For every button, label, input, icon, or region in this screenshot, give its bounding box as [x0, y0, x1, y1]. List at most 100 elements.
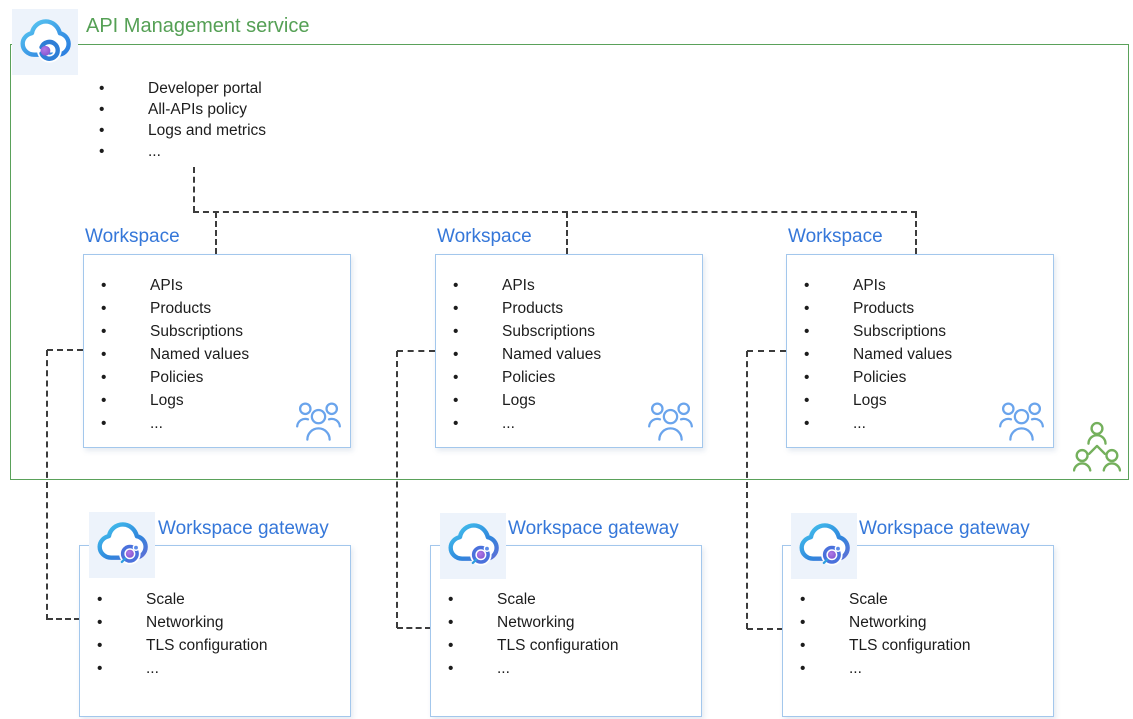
list-item: • Named values: [804, 343, 1053, 366]
connector-ws1-gw1-bottom: [47, 618, 80, 620]
list-item: •...: [448, 657, 701, 680]
list-item-label: Products: [853, 300, 915, 317]
bullet-icon: •: [453, 415, 459, 432]
connector-ws2-gw2-side: [396, 351, 398, 628]
bullet-icon: •: [804, 300, 810, 317]
bullet-icon: •: [97, 637, 103, 654]
list-item: •...: [101, 412, 350, 435]
list-item: •Named values: [453, 343, 702, 366]
list-item-label: Named values: [853, 346, 953, 363]
gateway-2-list: • Scale • Networking •TLS configuration •.…: [431, 546, 701, 680]
workspace-gateway-icon-tile: [89, 512, 155, 578]
connector-service-bar: [193, 211, 917, 213]
list-item-label: Developer portal: [148, 80, 262, 97]
list-item-label: ...: [853, 415, 866, 432]
bullet-icon: •: [448, 614, 454, 631]
workspace-gateway-cloud-icon: [799, 523, 850, 566]
list-item-label: Scale: [497, 591, 536, 608]
list-item: • Logs: [101, 389, 350, 412]
bullet-icon: •: [453, 300, 459, 317]
workspace-gateway-cloud-icon: [448, 523, 499, 566]
bullet-icon: •: [804, 277, 810, 294]
list-item-label: Subscriptions: [853, 323, 947, 340]
list-item-label: Policies: [502, 369, 556, 386]
bullet-icon: •: [804, 392, 810, 409]
connector-drop-workspace-2: [566, 212, 568, 254]
bullet-icon: •: [97, 591, 103, 608]
people-group-icon: [648, 402, 693, 441]
bullet-icon: •: [99, 80, 105, 97]
people-group-icon: [296, 402, 341, 441]
connector-ws3-gw3-bottom: [747, 628, 783, 630]
people-hierarchy-icon: [1073, 421, 1121, 472]
bullet-icon: •: [804, 415, 810, 432]
workspace-3-list: •APIs •Products •Subscriptions •Named va…: [787, 255, 1053, 435]
list-item: • Scale: [97, 588, 350, 611]
api-management-service-box: [10, 44, 1129, 480]
list-item: •Named values: [101, 343, 350, 366]
list-item: •All-APIs policy: [99, 99, 266, 120]
bullet-icon: •: [453, 392, 459, 409]
connector-drop-workspace-3: [915, 212, 917, 254]
list-item-label: Scale: [146, 591, 185, 608]
list-item: •Logs: [453, 389, 702, 412]
list-item: •Logs and metrics: [99, 120, 266, 141]
connector-ws1-gw1-top: [47, 349, 83, 351]
list-item-label: Logs and metrics: [148, 122, 267, 139]
bullet-icon: •: [453, 369, 459, 386]
list-item-label: Logs: [150, 392, 184, 409]
list-item-label: APIs: [150, 277, 183, 294]
bullet-icon: •: [448, 591, 454, 608]
bullet-icon: •: [800, 591, 806, 608]
list-item-label: ...: [150, 415, 163, 432]
workspace-gateway-icon-tile: [440, 513, 506, 579]
list-item-label: Networking: [849, 614, 927, 631]
list-item: •Subscriptions: [453, 320, 702, 343]
list-item-label: ...: [146, 660, 159, 677]
list-item: •Scale: [800, 588, 1053, 611]
list-item: •Policies: [804, 366, 1053, 389]
list-item-label: TLS configuration: [849, 637, 971, 654]
bullet-icon: •: [101, 277, 107, 294]
list-item: • Developer portal: [99, 78, 266, 99]
list-item-label: APIs: [502, 277, 535, 294]
connector-ws3-gw3-side: [746, 351, 748, 629]
list-item: •Networking: [97, 611, 350, 634]
list-item-label: ...: [148, 143, 161, 160]
bullet-icon: •: [804, 346, 810, 363]
list-item: •...: [453, 412, 702, 435]
service-title: API Management service: [86, 15, 310, 37]
workspace-gateway-cloud-icon: [97, 522, 148, 565]
bullet-icon: •: [800, 614, 806, 631]
list-item: •Logs: [804, 389, 1053, 412]
list-item-label: TLS configuration: [146, 637, 268, 654]
list-item-label: ...: [497, 660, 510, 677]
list-item-label: Subscriptions: [502, 323, 596, 340]
bullet-icon: •: [453, 346, 459, 363]
list-item-label: Policies: [853, 369, 907, 386]
bullet-icon: •: [101, 392, 107, 409]
list-item: • TLS configuration: [800, 634, 1053, 657]
bullet-icon: •: [448, 660, 454, 677]
list-item: • APIs: [101, 274, 350, 297]
gateway-1-title: Workspace gateway: [158, 518, 329, 539]
workspace-3-title: Workspace: [788, 226, 883, 247]
workspace-1-title: Workspace: [85, 226, 180, 247]
list-item: •...: [97, 657, 350, 680]
gateway-3-title: Workspace gateway: [859, 518, 1030, 539]
people-group-icon: [999, 402, 1044, 441]
list-item: •APIs: [453, 274, 702, 297]
bullet-icon: •: [97, 614, 103, 631]
list-item: •TLS configuration: [448, 634, 701, 657]
list-item: •...: [800, 657, 1053, 680]
bullet-icon: •: [800, 637, 806, 654]
bullet-icon: •: [97, 660, 103, 677]
bullet-icon: •: [99, 143, 105, 160]
list-item-label: Networking: [497, 614, 575, 631]
bullet-icon: •: [101, 346, 107, 363]
list-item-label: Products: [502, 300, 564, 317]
bullet-icon: •: [448, 637, 454, 654]
list-item-label: Products: [150, 300, 212, 317]
connector-ws3-gw3-top: [747, 350, 786, 352]
connector-ws2-gw2-top: [397, 350, 435, 352]
